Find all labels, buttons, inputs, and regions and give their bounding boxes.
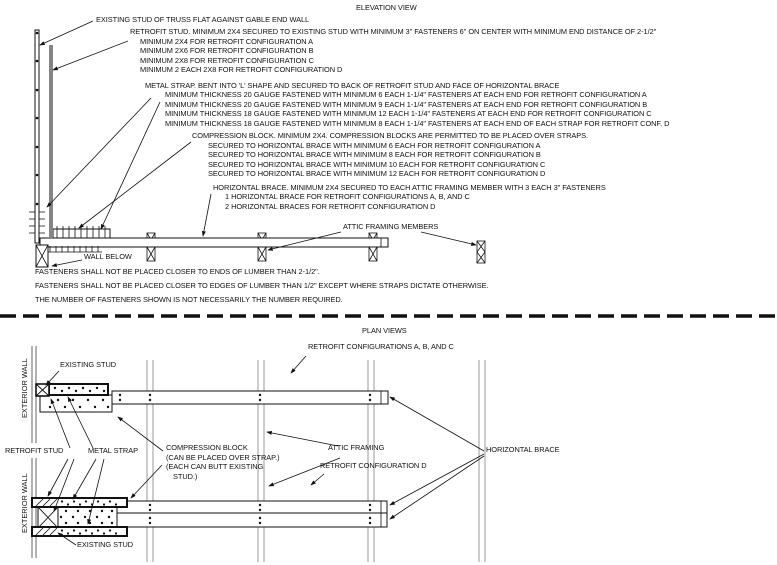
existing-stud-label-top: EXISTING STUD — [60, 360, 117, 369]
existing-stud-elevation — [34, 29, 40, 244]
existing-stud-truss-label: EXISTING STUD OF TRUSS FLAT AGAINST GABL… — [96, 15, 310, 24]
general-note-2: FASTENERS SHALL NOT BE PLACED CLOSER TO … — [35, 281, 489, 290]
general-note-3: THE NUMBER OF FASTENERS SHOWN IS NOT NEC… — [35, 295, 343, 304]
compression-block-note-line3: SECURED TO HORIZONTAL BRACE WITH MINIMUM… — [208, 150, 541, 159]
attic-framing-label: ATTIC FRAMING — [328, 443, 385, 452]
compression-block-note-line1: COMPRESSION BLOCK. MINIMUM 2X4. COMPRESS… — [192, 131, 589, 140]
plan-title: PLAN VIEWS — [362, 326, 407, 335]
retrofit-stud-note-line3: MINIMUM 2X6 FOR RETROFIT CONFIGURATION B — [140, 46, 314, 55]
wall-below-elevation — [35, 244, 49, 268]
retrofit-stud-note-line5: MINIMUM 2 EACH 2X8 FOR RETROFIT CONFIGUR… — [140, 65, 343, 74]
compression-block-plan1 — [39, 394, 113, 413]
plan-config-d — [31, 497, 388, 537]
wall-below-label: WALL BELOW — [84, 252, 132, 261]
elevation-leaders — [39, 20, 477, 268]
horizontal-brace-elevation — [39, 237, 389, 248]
metal-strap-label: METAL STRAP — [88, 446, 138, 455]
metal-strap-note-line2: MINIMUM THICKNESS 20 GAUGE FASTENED WITH… — [165, 90, 647, 99]
metal-strap-plan1 — [48, 383, 109, 396]
compression-block-note-line5: SECURED TO HORIZONTAL BRACE WITH MINIMUM… — [208, 169, 546, 178]
horizontal-brace-note-line1: HORIZONTAL BRACE. MINIMUM 2X4 SECURED TO… — [213, 183, 606, 192]
retrofit-stud-note-line1: RETROFIT STUD. MINIMUM 2X4 SECURED TO EX… — [130, 27, 657, 36]
horizontal-brace-note-line3: 2 HORIZONTAL BRACES FOR RETROFIT CONFIGU… — [225, 202, 436, 211]
horizontal-brace-note-line2: 1 HORIZONTAL BRACE FOR RETROFIT CONFIGUR… — [225, 192, 470, 201]
plan-drawing — [31, 346, 486, 562]
horizontal-braces-plan-d — [116, 500, 388, 528]
plan-config-abc — [35, 383, 389, 413]
attic-framing-member-isolated — [476, 240, 486, 264]
config-d-label: RETROFIT CONFIGURATION D — [320, 461, 427, 470]
existing-stud-label-bottom: EXISTING STUD — [77, 540, 134, 549]
horizontal-brace-label: HORIZONTAL BRACE — [486, 445, 560, 454]
compression-block-note-line4: SECURED TO HORIZONTAL BRACE WITH MINIMUM… — [208, 160, 546, 169]
metal-strap-note-line5: MINIMUM THICKNESS 18 GAUGE FASTENED WITH… — [165, 119, 670, 128]
compression-block-label-line3: (EACH CAN BUTT EXISTING — [166, 462, 264, 471]
horizontal-brace-plan1 — [111, 390, 389, 405]
metal-strap-note-line1: METAL STRAP. BENT INTO 'L' SHAPE AND SEC… — [145, 81, 560, 90]
metal-strap-note-line4: MINIMUM THICKNESS 18 GAUGE FASTENED WITH… — [165, 109, 652, 118]
metal-strap-top-plan-d — [31, 497, 128, 508]
attic-framing-members-label: ATTIC FRAMING MEMBERS — [343, 222, 439, 231]
retrofit-stud-note-line2: MINIMUM 2X4 FOR RETROFIT CONFIGURATION A — [140, 37, 314, 46]
metal-strap-bottom-plan-d — [31, 526, 128, 537]
attic-framing-lines — [146, 360, 486, 562]
plan-leaders — [45, 355, 485, 546]
retrofit-stud-elevation — [49, 45, 53, 238]
exterior-wall-label-lower: EXTERIOR WALL — [20, 473, 29, 533]
stud-fastener-dots — [35, 31, 39, 206]
config-abc-label: RETROFIT CONFIGURATIONS A, B, AND C — [308, 342, 454, 351]
metal-strap-note-line3: MINIMUM THICKNESS 20 GAUGE FASTENED WITH… — [165, 100, 648, 109]
compression-block-note-line2: SECURED TO HORIZONTAL BRACE WITH MINIMUM… — [208, 141, 541, 150]
elevation-drawing — [29, 20, 486, 268]
elevation-title: ELEVATION VIEW — [356, 3, 417, 12]
retrofit-stud-label: RETROFIT STUD — [5, 446, 64, 455]
compression-block-label-line2: (CAN BE PLACED OVER STRAP.) — [166, 453, 280, 462]
compression-block-label-line4: STUD.) — [173, 472, 198, 481]
existing-stud-plan1 — [35, 383, 50, 397]
exterior-wall-label-upper: EXTERIOR WALL — [20, 358, 29, 418]
general-note-1: FASTENERS SHALL NOT BE PLACED CLOSER TO … — [35, 267, 320, 276]
compression-block-label-line1: COMPRESSION BLOCK — [166, 443, 248, 452]
stud-pack-plan-d — [37, 506, 118, 529]
retrofit-stud-note-line4: MINIMUM 2X8 FOR RETROFIT CONFIGURATION C — [140, 56, 314, 65]
